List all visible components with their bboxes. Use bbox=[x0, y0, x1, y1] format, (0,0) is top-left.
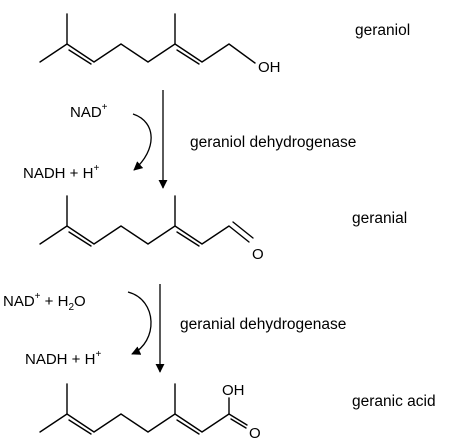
aldehyde-oxygen-label: O bbox=[252, 246, 264, 263]
geraniol-structure: OH bbox=[39, 13, 281, 76]
compound-name-geraniol: geraniol bbox=[355, 22, 410, 39]
geranial-structure: O bbox=[39, 195, 264, 263]
carboxyl-hydroxyl-label: OH bbox=[222, 382, 245, 399]
enzyme-label-step1: geraniol dehydrogenase bbox=[190, 134, 356, 151]
reaction-arrow-step2 bbox=[127, 284, 165, 373]
compound-name-geranic-acid: geranic acid bbox=[352, 393, 436, 410]
geranic-acid-structure: OH O bbox=[39, 382, 261, 441]
cofactor-in-step1: NAD+ bbox=[70, 102, 108, 121]
hydroxyl-label: OH bbox=[258, 59, 281, 76]
cofactor-out-step1: NADH + H+ bbox=[23, 163, 99, 182]
carbonyl-oxygen-label: O bbox=[249, 425, 261, 441]
reaction-arrow-step1 bbox=[132, 90, 168, 189]
cofactor-out-step2: NADH + H+ bbox=[25, 349, 101, 368]
enzyme-label-step2: geranial dehydrogenase bbox=[180, 316, 346, 333]
compound-name-geranial: geranial bbox=[352, 210, 407, 227]
cofactor-in-step2: NAD+ + H2O bbox=[3, 291, 86, 313]
